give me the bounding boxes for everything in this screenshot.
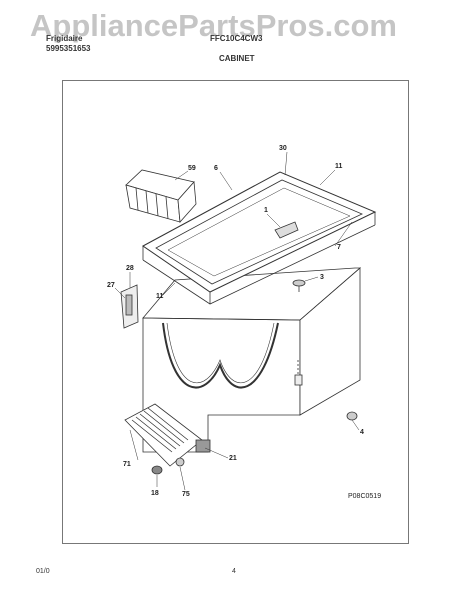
- callout-21: 21: [229, 455, 237, 462]
- callout-71: 71: [123, 461, 131, 468]
- callout-11: 11: [335, 163, 343, 170]
- callout-27: 27: [107, 282, 115, 289]
- callout-7: 7: [337, 244, 341, 251]
- callout-3: 3: [320, 274, 324, 281]
- callout-11-lower: 11: [156, 293, 164, 300]
- callout-4: 4: [360, 429, 364, 436]
- callout-30: 30: [279, 145, 287, 152]
- callout-6: 6: [214, 165, 218, 172]
- hinge-bracket-part: [120, 284, 139, 329]
- drain-plug-part: [292, 279, 306, 292]
- header-section-title: CABINET: [219, 54, 255, 63]
- callout-labels: 30 11 59 6 1 7 28 3 27 11 71 21 4 18 75 …: [107, 145, 381, 500]
- header-model-number: FFC10C4CW3: [210, 34, 263, 43]
- lid-handle: [274, 221, 299, 239]
- drain-cap-part: [346, 411, 358, 421]
- wire-basket-part: [125, 169, 197, 223]
- callout-18: 18: [151, 490, 159, 497]
- callout-75: 75: [182, 491, 190, 498]
- callout-59: 59: [188, 165, 196, 172]
- footer-page-number: 4: [232, 568, 236, 575]
- thermostat-control-part: [175, 439, 211, 467]
- callout-leaders: [114, 151, 360, 491]
- rear-grille-part: [124, 403, 203, 467]
- watermark-text: AppliancePartsPros.com: [30, 8, 397, 43]
- control-knob-part: [151, 465, 163, 475]
- callout-1: 1: [264, 207, 268, 214]
- lid-gasket-frame: [142, 171, 377, 305]
- drain-tube-part: [294, 360, 303, 386]
- footer-revision: 01/0: [36, 568, 50, 575]
- diagram-code: P08C0519: [348, 493, 381, 500]
- cabinet-body: [142, 267, 362, 453]
- callout-28: 28: [126, 265, 134, 272]
- header-publication-number: 5995351653: [46, 44, 91, 53]
- header-brand: Frigidaire: [46, 34, 83, 43]
- diagram-frame: [62, 80, 409, 544]
